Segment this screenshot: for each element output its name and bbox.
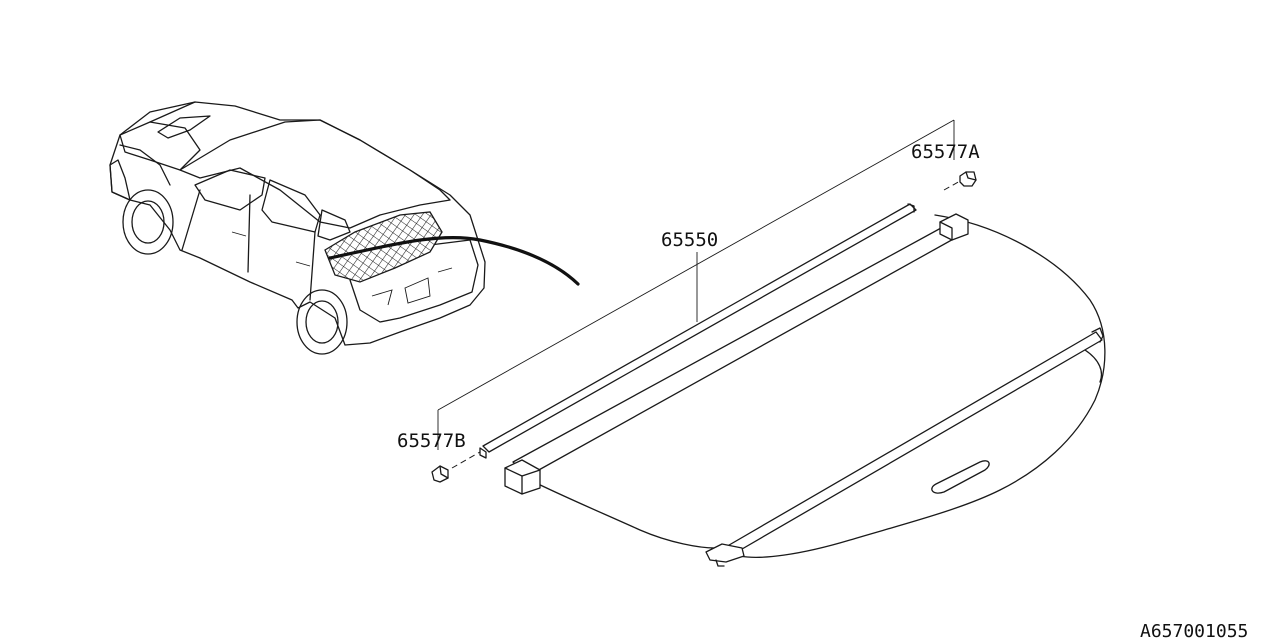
part-label-65577b: 65577B — [397, 430, 466, 452]
part-label-65550: 65550 — [661, 229, 718, 251]
vehicle-illustration — [109, 101, 580, 355]
illustration-code: A657001055 — [1140, 621, 1248, 640]
cover-assembly-illustration — [431, 119, 1106, 567]
part-label-65577a: 65577A — [911, 141, 980, 163]
